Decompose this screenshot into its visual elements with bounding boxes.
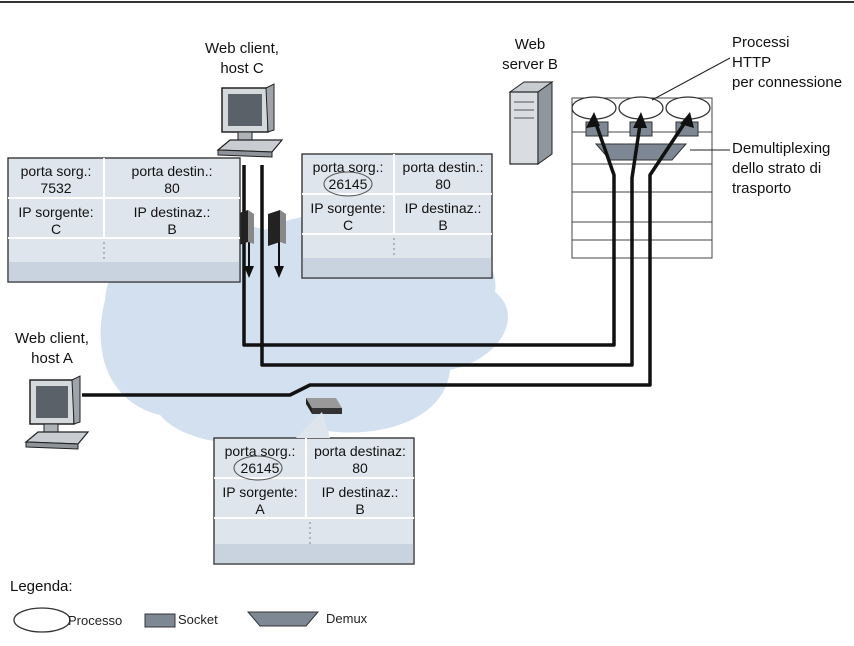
dst-ip-value: B bbox=[167, 221, 177, 237]
arrow-head bbox=[586, 112, 600, 128]
src-port-value: 7532 bbox=[40, 180, 72, 196]
legend-demux-icon bbox=[246, 611, 320, 627]
port-highlight-ellipse bbox=[233, 455, 283, 481]
arrow-head bbox=[244, 266, 254, 278]
demux-label-line3: trasporto bbox=[732, 180, 792, 197]
demux-label-line2: dello strato di bbox=[732, 160, 822, 177]
dst-port-value: 80 bbox=[435, 176, 451, 192]
src-ip-value: C bbox=[50, 221, 62, 237]
path-host-c-1 bbox=[242, 117, 616, 347]
src-ip-label: IP sorgente: bbox=[18, 204, 94, 220]
server-b-label-line1: Web bbox=[514, 36, 546, 53]
dst-port-value: 80 bbox=[164, 180, 180, 196]
dst-ip-value: B bbox=[438, 217, 448, 233]
demux-label-line1: Demultiplexing bbox=[732, 140, 831, 157]
src-port-value: 26145 bbox=[240, 460, 280, 476]
segment-box-c-26145 bbox=[301, 153, 493, 279]
dst-ip-label: IP destinaz.: bbox=[321, 484, 399, 500]
processi-label-line2: HTTP bbox=[732, 54, 772, 71]
host-a-label-line1: Web client, bbox=[15, 330, 89, 347]
src-ip-value: C bbox=[342, 217, 354, 233]
dst-port-label: porta destinaz: bbox=[314, 443, 406, 459]
dst-port-label: porta destin.: bbox=[131, 163, 213, 179]
src-port-value: 26145 bbox=[328, 176, 368, 192]
port-highlight-ellipse bbox=[323, 171, 373, 197]
src-ip-label: IP sorgente: bbox=[222, 484, 298, 500]
src-ip-label: IP sorgente: bbox=[310, 200, 386, 216]
legend-demux-label: Demux bbox=[326, 611, 368, 626]
segment-box-c-7532 bbox=[7, 157, 241, 283]
host-a-computer-icon bbox=[24, 375, 90, 450]
dst-ip-label: IP destinaz.: bbox=[133, 204, 211, 220]
src-port-label: porta sorg.: bbox=[312, 159, 384, 175]
path-host-c-2 bbox=[260, 117, 643, 367]
processi-label-line1: Processi bbox=[732, 34, 790, 51]
segment-box-a-26145 bbox=[213, 437, 415, 565]
arrow-head bbox=[680, 112, 694, 128]
connection-paths bbox=[82, 117, 690, 397]
dst-ip-label: IP destinaz.: bbox=[404, 200, 482, 216]
src-ip-value: A bbox=[255, 501, 265, 517]
legend-socket-icon bbox=[144, 613, 176, 628]
legend-process-icon bbox=[13, 607, 71, 633]
segment-packet-icon bbox=[268, 210, 286, 246]
arrow-head bbox=[274, 266, 284, 278]
processi-label-line3: per connessione bbox=[732, 74, 843, 91]
src-port-label: porta sorg.: bbox=[20, 163, 92, 179]
dst-port-value: 80 bbox=[352, 460, 368, 476]
legend-process-label: Processo bbox=[68, 613, 123, 628]
leader-line bbox=[651, 57, 731, 101]
arrow-head bbox=[633, 112, 647, 128]
host-c-label-line1: Web client, bbox=[205, 40, 279, 57]
path-host-a bbox=[82, 117, 690, 397]
legend-socket-label: Socket bbox=[178, 612, 218, 627]
server-b-icon bbox=[508, 81, 554, 165]
server-b-label-line2: server B bbox=[502, 56, 558, 73]
host-a-label-line2: host A bbox=[31, 350, 73, 367]
host-c-label-line2: host C bbox=[220, 60, 264, 77]
host-c-computer-icon bbox=[216, 83, 284, 158]
legend-title: Legenda: bbox=[10, 578, 73, 595]
segment-packet-icon bbox=[306, 398, 342, 414]
dst-port-label: porta destin.: bbox=[402, 159, 484, 175]
src-port-label: porta sorg.: bbox=[224, 443, 296, 459]
callout-pointer bbox=[296, 412, 330, 438]
dst-ip-value: B bbox=[355, 501, 365, 517]
